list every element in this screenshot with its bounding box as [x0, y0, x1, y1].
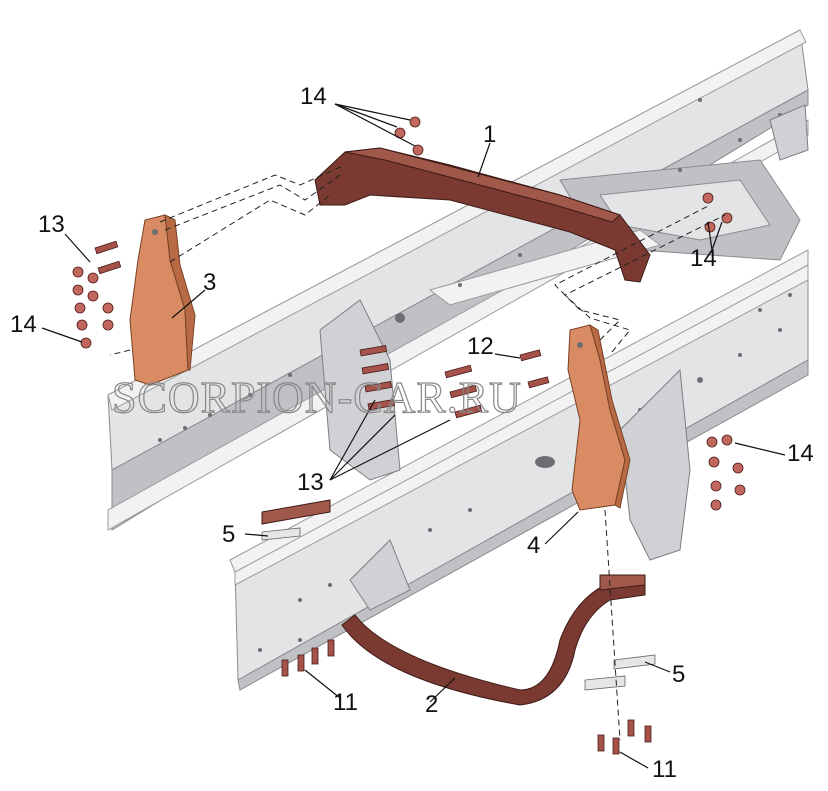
part-4-bracket: [567, 323, 631, 511]
leader-lines: [41, 103, 786, 769]
fasteners-11-right: [597, 719, 652, 755]
part-2-lower-bracket: [341, 574, 646, 706]
callout-14-upper-right: 14: [690, 245, 717, 272]
part-3-bracket: [129, 214, 196, 386]
part-5-plates: [261, 499, 656, 691]
part-1-upper-bracket: [314, 147, 651, 283]
fasteners-12-14-left: [72, 240, 122, 349]
callout-14-right: 14: [787, 440, 814, 467]
callout-5-right: 5: [672, 661, 685, 688]
assembly-dashed-lines: [109, 164, 726, 741]
callout-5-left: 5: [222, 521, 235, 548]
callout-13-left: 13: [297, 469, 324, 496]
callout-12: 13: [38, 211, 65, 238]
callout-14-left: 14: [10, 311, 37, 338]
fasteners-11-left: [281, 639, 335, 677]
callout-2: 2: [425, 691, 438, 718]
callout-1: 1: [483, 121, 496, 148]
watermark-text: SCORPION-CAR.RU: [112, 373, 522, 422]
callout-14-top: 14: [300, 83, 327, 110]
callout-labels: 14 1 13 3 14 14 12 13 14 5 4 5 2 11 11: [10, 83, 814, 783]
callout-11-right: 11: [652, 756, 677, 783]
callout-4: 4: [527, 532, 540, 559]
fasteners-14-right: [706, 434, 746, 511]
callout-11-left: 11: [333, 689, 358, 716]
callout-3: 3: [203, 269, 216, 296]
fasteners-13-bolts: [359, 345, 550, 419]
rail-mounts: [319, 104, 809, 611]
fasteners-14-top: [394, 116, 733, 233]
callout-13-right: 12: [467, 333, 494, 360]
